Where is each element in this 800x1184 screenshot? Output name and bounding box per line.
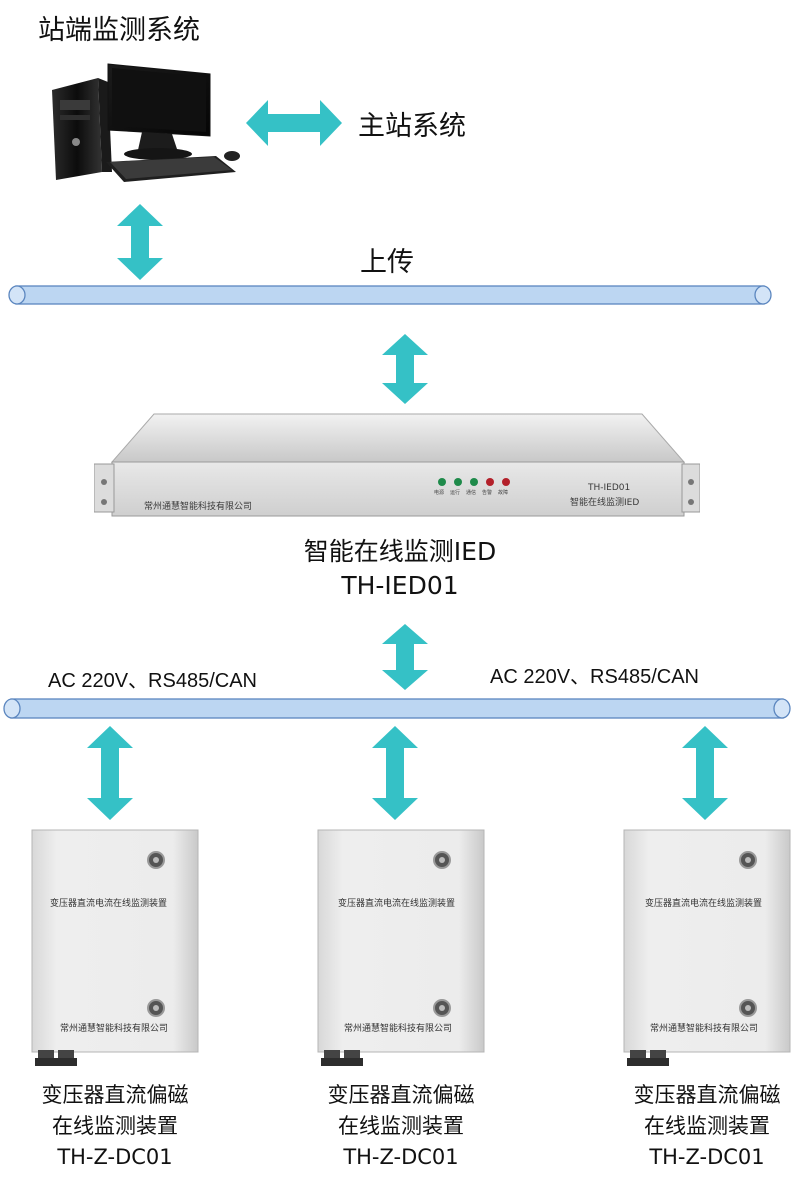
diagram-title: 站端监测系统 [38, 15, 200, 46]
led-comm [470, 478, 478, 486]
double-arrow-vertical [117, 204, 163, 280]
led-fault [502, 478, 510, 486]
led-label: 故障 [498, 490, 509, 496]
device-caption-line3: TH-Z-DC01 [649, 1145, 765, 1169]
ied-name-label: 智能在线监测IED [303, 537, 497, 566]
master-station-label: 主站系统 [358, 111, 466, 142]
device-panel-company: 常州通慧智能科技有限公司 [650, 1024, 759, 1034]
ied-led-panel: 电源 运行 通信 告警 故障 [432, 478, 524, 506]
led-power [438, 478, 446, 486]
ied-rack-device [94, 413, 700, 517]
led-run [454, 478, 462, 486]
ied-model-label: TH-IED01 [341, 571, 459, 600]
device-caption-line2: 在线监测装置 [52, 1114, 178, 1138]
double-arrow-vertical [382, 624, 428, 690]
device-caption: 变压器直流偏磁 在线监测装置 TH-Z-DC01 [0, 1080, 235, 1173]
double-arrow-vertical [382, 334, 428, 404]
device-caption-line2: 在线监测装置 [338, 1114, 464, 1138]
device-panel-company: 常州通慧智能科技有限公司 [60, 1024, 169, 1034]
device-panel-title: 变压器直流电流在线监测装置 [50, 899, 168, 909]
device-caption-line2: 在线监测装置 [644, 1114, 770, 1138]
upload-label: 上传 [360, 247, 414, 278]
monitoring-device-cabinet [317, 829, 485, 1066]
device-caption-line1: 变压器直流偏磁 [633, 1083, 781, 1107]
device-panel-title: 变压器直流电流在线监测装置 [338, 899, 456, 909]
ied-panel-name: 智能在线监测IED [570, 498, 640, 508]
device-panel-title: 变压器直流电流在线监测装置 [645, 899, 763, 909]
double-arrow-vertical [87, 726, 133, 820]
device-caption-line1: 变压器直流偏磁 [41, 1083, 189, 1107]
double-arrow-vertical [682, 726, 728, 820]
bus-left-label: AC 220V、RS485/CAN [48, 670, 257, 692]
device-caption: 变压器直流偏磁 在线监测装置 TH-Z-DC01 [281, 1080, 521, 1173]
led-alarm [486, 478, 494, 486]
ied-panel-model: TH-IED01 [588, 483, 631, 493]
bus-right-label: AC 220V、RS485/CAN [490, 666, 699, 688]
lower-bus-line [3, 698, 791, 719]
double-arrow-horizontal [246, 100, 342, 146]
upper-bus-line [8, 285, 772, 305]
device-panel-company: 常州通慧智能科技有限公司 [344, 1024, 453, 1034]
device-caption: 变压器直流偏磁 在线监测装置 TH-Z-DC01 [587, 1080, 800, 1173]
led-label: 运行 [450, 490, 461, 496]
ied-panel-company: 常州通慧智能科技有限公司 [144, 502, 253, 512]
led-label: 电源 [434, 490, 445, 496]
double-arrow-vertical [372, 726, 418, 820]
desktop-computer-icon [52, 63, 240, 182]
monitoring-device-cabinet [31, 829, 199, 1066]
device-caption-line3: TH-Z-DC01 [57, 1145, 173, 1169]
monitoring-device-cabinet [623, 829, 791, 1066]
device-caption-line1: 变压器直流偏磁 [327, 1083, 475, 1107]
device-caption-line3: TH-Z-DC01 [343, 1145, 459, 1169]
led-label: 通信 [466, 490, 477, 496]
led-label: 告警 [482, 490, 493, 496]
